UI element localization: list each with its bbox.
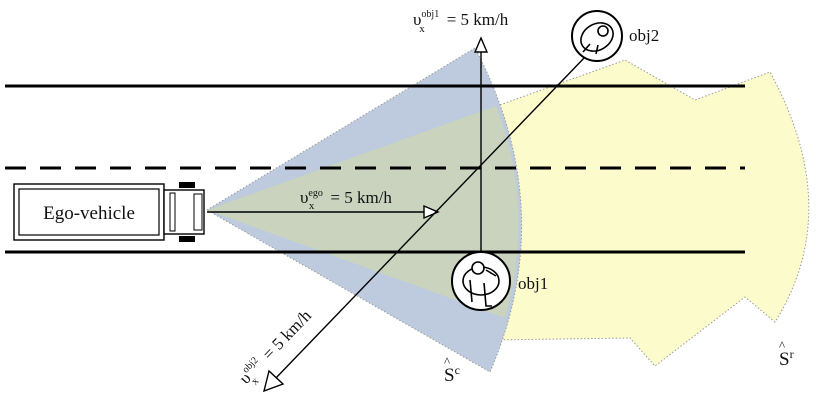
obj1-pedestrian-icon	[451, 251, 511, 311]
ego-velocity-arrow	[207, 204, 440, 220]
obj1-label: obj1	[518, 274, 548, 293]
radar-region-label: Sr	[779, 347, 794, 370]
camera-region-label: Sc	[444, 363, 460, 386]
obj2-pedestrian-icon	[571, 10, 623, 62]
ego-vehicle: Ego-vehicle	[13, 182, 205, 242]
radar-region-hat: ^	[779, 338, 785, 353]
obj1-velocity-arrow	[473, 36, 489, 252]
camera-region-hat: ^	[444, 354, 450, 369]
obj2-label: obj2	[629, 26, 659, 45]
ego-vehicle-label: Ego-vehicle	[43, 203, 135, 224]
obj2-velocity-arrow	[262, 55, 587, 393]
